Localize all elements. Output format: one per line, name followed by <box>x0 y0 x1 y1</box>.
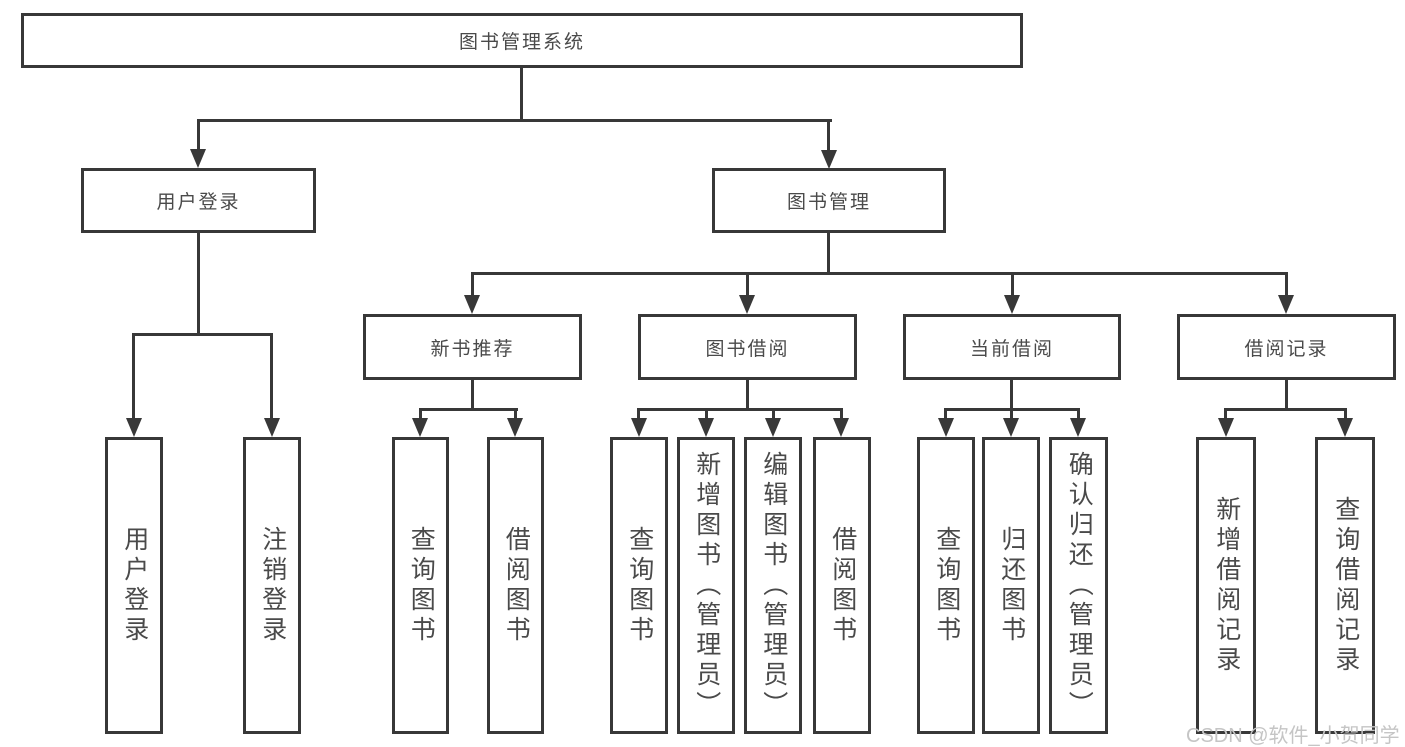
arrow-down-icon <box>264 418 280 437</box>
arrow-down-icon <box>938 418 954 437</box>
connector-drop-section <box>746 272 749 299</box>
leaf-record-add: 新增借阅记录 <box>1196 437 1256 734</box>
connector-section-horizontal <box>419 408 518 411</box>
leaf-record-query: 查询借阅记录 <box>1315 437 1375 734</box>
node-new-book-label: 新书推荐 <box>430 338 515 360</box>
connector-user-vertical <box>197 231 200 335</box>
arrow-down-icon <box>1278 295 1294 314</box>
leaf-newbook-query: 查询图书 <box>392 437 449 734</box>
arrow-down-icon <box>1070 418 1086 437</box>
node-current-borrow: 当前借阅 <box>903 314 1121 380</box>
leaf-current-return: 归还图书 <box>982 437 1040 734</box>
leaf-current-return-label: 归还图书 <box>997 525 1026 646</box>
arrow-down-icon <box>631 418 647 437</box>
leaf-borrow-add: 新增图书（管理员） <box>677 437 735 734</box>
arrow-down-icon <box>464 295 480 314</box>
node-borrow-record: 借阅记录 <box>1177 314 1396 380</box>
arrow-down-icon <box>126 418 142 437</box>
connector-drop-leaf <box>270 333 273 421</box>
connector-drop-leaf <box>1010 408 1013 420</box>
arrow-down-icon <box>190 149 206 168</box>
connector-drop-user <box>197 119 200 153</box>
connector-drop-section <box>1011 272 1014 299</box>
node-root-label: 图书管理系统 <box>458 32 585 53</box>
connector-drop-section <box>1285 272 1288 299</box>
connector-section-vertical <box>746 378 749 410</box>
leaf-logout-label: 注销登录 <box>258 525 287 646</box>
connector-section-horizontal <box>637 408 843 411</box>
arrow-down-icon <box>412 418 428 437</box>
connector-drop-leaf <box>1077 408 1080 420</box>
node-new-book: 新书推荐 <box>363 314 582 380</box>
leaf-borrow-query: 查询图书 <box>610 437 668 734</box>
connector-drop-leaf <box>944 408 947 420</box>
arrow-down-icon <box>507 418 523 437</box>
leaf-user-login-label: 用户登录 <box>120 525 149 646</box>
connector-drop-section <box>471 272 474 299</box>
leaf-newbook-borrow: 借阅图书 <box>487 437 544 734</box>
node-book-borrow-label: 图书借阅 <box>705 338 790 360</box>
arrow-down-icon <box>833 418 849 437</box>
leaf-borrow-edit-label: 编辑图书（管理员） <box>759 450 788 721</box>
arrow-down-icon <box>698 418 714 437</box>
node-book-borrow: 图书借阅 <box>638 314 857 380</box>
connector-drop-book <box>827 119 830 153</box>
connector-drop-leaf <box>514 408 517 420</box>
connector-book-vertical <box>827 231 830 274</box>
node-book-mgmt-label: 图书管理 <box>786 192 871 213</box>
arrow-down-icon <box>765 418 781 437</box>
connector-section-vertical <box>1010 378 1013 410</box>
connector-user-horizontal <box>132 333 273 336</box>
csdn-watermark: CSDN @软件_小贺同学 <box>1186 725 1400 747</box>
node-borrow-record-label: 借阅记录 <box>1244 338 1329 360</box>
connector-drop-leaf <box>772 408 775 420</box>
leaf-borrow-edit: 编辑图书（管理员） <box>744 437 802 734</box>
arrow-down-icon <box>1004 295 1020 314</box>
connector-drop-leaf <box>1344 408 1347 420</box>
arrow-down-icon <box>1218 418 1234 437</box>
node-current-borrow-label: 当前借阅 <box>969 338 1054 360</box>
connector-section-horizontal <box>1224 408 1347 411</box>
leaf-borrow-query-label: 查询图书 <box>625 525 654 646</box>
connector-drop-leaf <box>419 408 422 420</box>
arrow-down-icon <box>1003 418 1019 437</box>
connector-drop-leaf <box>1224 408 1227 420</box>
arrow-down-icon <box>739 295 755 314</box>
leaf-current-query-label: 查询图书 <box>932 525 961 646</box>
leaf-user-login: 用户登录 <box>105 437 163 734</box>
node-user-login-label: 用户登录 <box>156 192 241 213</box>
connector-section-vertical <box>1285 378 1288 410</box>
leaf-logout: 注销登录 <box>243 437 301 734</box>
leaf-current-confirm: 确认归还（管理员） <box>1049 437 1108 734</box>
connector-drop-leaf <box>637 408 640 420</box>
node-user-login: 用户登录 <box>81 168 316 233</box>
connector-root-vertical <box>520 68 523 122</box>
leaf-borrow-borrow-label: 借阅图书 <box>828 525 857 646</box>
connector-drop-leaf <box>705 408 708 420</box>
leaf-record-add-label: 新增借阅记录 <box>1212 495 1241 676</box>
connector-drop-leaf <box>840 408 843 420</box>
connector-book-horizontal <box>471 272 1288 275</box>
leaf-newbook-query-label: 查询图书 <box>407 525 436 646</box>
arrow-down-icon <box>821 150 837 169</box>
leaf-record-query-label: 查询借阅记录 <box>1331 495 1360 676</box>
node-book-mgmt: 图书管理 <box>712 168 946 233</box>
leaf-current-query: 查询图书 <box>917 437 975 734</box>
connector-root-horizontal <box>197 119 832 122</box>
leaf-current-confirm-label: 确认归还（管理员） <box>1065 450 1094 721</box>
connector-section-vertical <box>471 378 474 410</box>
leaf-borrow-add-label: 新增图书（管理员） <box>692 450 721 721</box>
leaf-newbook-borrow-label: 借阅图书 <box>502 525 531 646</box>
connector-drop-leaf <box>132 333 135 421</box>
arrow-down-icon <box>1337 418 1353 437</box>
leaf-borrow-borrow: 借阅图书 <box>813 437 871 734</box>
node-root: 图书管理系统 <box>21 13 1023 68</box>
